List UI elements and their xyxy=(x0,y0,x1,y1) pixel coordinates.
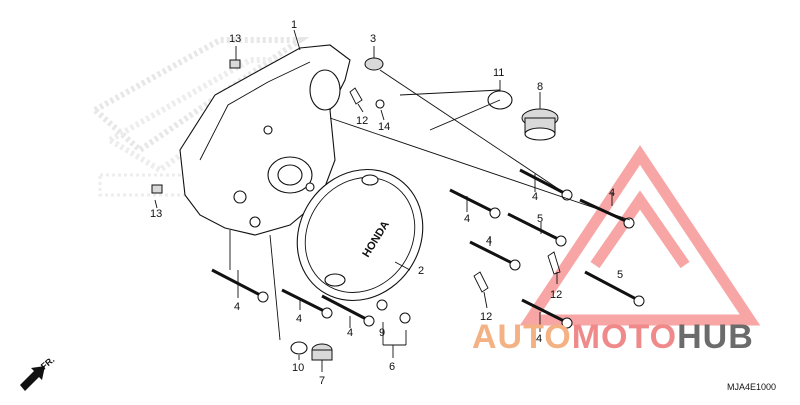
callout-8: 8 xyxy=(537,81,543,93)
bolt-14 xyxy=(375,99,385,109)
callout-12-mid: 12 xyxy=(550,289,562,301)
callout-4-a: 4 xyxy=(234,301,240,313)
callout-13-left: 13 xyxy=(150,208,162,220)
callout-1: 1 xyxy=(291,19,297,31)
clip-12-top xyxy=(349,87,363,105)
callout-13-top: 13 xyxy=(229,33,241,45)
callout-4-h: 4 xyxy=(536,333,542,345)
callout-4-e: 4 xyxy=(486,235,492,247)
oil-filler-cap xyxy=(521,108,559,141)
watermark-auto: AUTO xyxy=(472,318,572,356)
bolt-heads xyxy=(257,189,645,329)
callout-5-b: 5 xyxy=(617,269,623,281)
watermark-triangle xyxy=(519,145,761,326)
callout-4-c: 4 xyxy=(347,327,353,339)
callout-10: 10 xyxy=(292,362,304,374)
left-crankcase-cover xyxy=(179,44,351,236)
watermark-moto: MOTO xyxy=(572,318,677,356)
callout-12-bottom: 12 xyxy=(480,311,492,323)
callout-9: 9 xyxy=(379,327,385,339)
clip-12-bottom xyxy=(473,271,489,293)
callout-4-g: 4 xyxy=(609,187,615,199)
svg-text:AUTOMOTOHUB: AUTOMOTOHUB xyxy=(472,318,754,356)
callout-11: 11 xyxy=(493,67,504,79)
leader-lines xyxy=(154,29,631,372)
clip-12-mid xyxy=(547,251,561,275)
plug-7 xyxy=(311,343,333,361)
dowel-pin-top xyxy=(229,59,241,69)
callout-12-top: 12 xyxy=(356,115,368,127)
callout-14: 14 xyxy=(378,121,390,133)
callout-labels: 1 13 3 11 8 12 14 13 2 4 4 4 4 4 4 4 4 5… xyxy=(150,19,623,387)
callout-5-a: 5 xyxy=(537,213,543,225)
dowel-pin-left xyxy=(151,184,163,194)
diagram-code: MJA4E1000 xyxy=(727,382,776,392)
callout-7: 7 xyxy=(319,375,325,387)
callout-2: 2 xyxy=(418,265,424,277)
callout-4-b: 4 xyxy=(296,313,302,325)
grommet-3 xyxy=(364,57,384,71)
callout-4-f: 4 xyxy=(532,191,538,203)
callout-4-d: 4 xyxy=(464,213,470,225)
front-direction-marker: FR. xyxy=(20,355,56,391)
watermark-hub: HUB xyxy=(677,318,754,356)
watermark-logo: AUTOMOTOHUB xyxy=(472,318,754,356)
o-ring-10 xyxy=(290,341,308,355)
callout-6: 6 xyxy=(389,361,395,373)
callout-3: 3 xyxy=(370,33,376,45)
